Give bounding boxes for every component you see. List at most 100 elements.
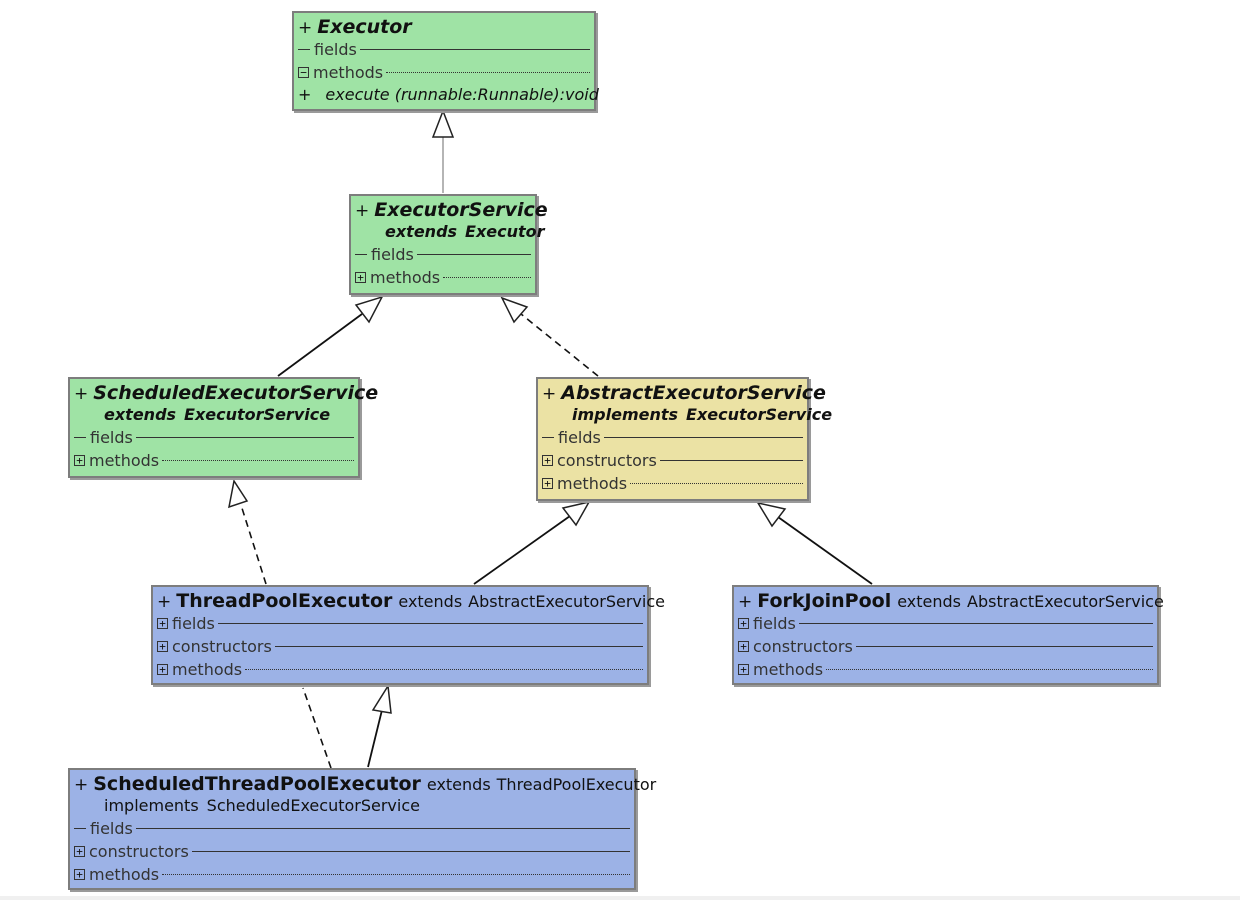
edge-forkjoinpool-abstractexecutorservice-arrowhead (756, 501, 787, 528)
expand-toggle-icon[interactable]: + (355, 272, 366, 283)
class-header: +ScheduledExecutorService (74, 382, 378, 404)
visibility-marker: + (74, 384, 89, 404)
edge-scheduledexecutorservice-executorservice (277, 313, 363, 377)
method-row[interactable]: +execute (runnable:Runnable):void (298, 84, 599, 106)
section-rule (659, 460, 803, 461)
relation-target: ScheduledExecutorService (206, 796, 420, 815)
canvas-bottom-edge (0, 896, 1240, 900)
expand-toggle-icon[interactable]: + (74, 869, 85, 880)
section-rule (191, 851, 630, 852)
section-label: fields (172, 614, 215, 633)
expand-toggle-icon[interactable]: + (542, 455, 553, 466)
no-toggle-dash (298, 49, 310, 50)
section-rule (386, 72, 590, 73)
class-relation: extends ExecutorService (74, 404, 354, 426)
section-rule (826, 669, 1153, 670)
relation-keyword: implements (104, 796, 199, 815)
section-label: fields (90, 428, 133, 447)
expand-toggle-icon[interactable]: + (157, 618, 168, 629)
edge-threadpoolexecutor-abstractexecutorservice-arrowhead (561, 500, 591, 527)
relation-target: ThreadPoolExecutor (496, 775, 657, 794)
fields-section[interactable]: fields (74, 817, 630, 840)
method-visibility: + (298, 85, 312, 104)
section-rule (162, 460, 354, 461)
expand-toggle-icon[interactable]: + (738, 664, 749, 675)
relation-target: ExecutorService (686, 405, 833, 424)
section-label: constructors (89, 842, 189, 861)
methods-section[interactable]: + methods (74, 863, 630, 886)
section-rule (855, 646, 1153, 647)
constructors-section[interactable]: + constructors (74, 840, 630, 863)
constructors-section[interactable]: + constructors (157, 635, 643, 658)
class-name: ExecutorService (374, 199, 548, 221)
relation-keyword: extends (104, 405, 177, 424)
fields-section[interactable]: fields (74, 426, 354, 449)
class-name: AbstractExecutorService (561, 382, 826, 404)
fields-section[interactable]: fields (298, 38, 590, 61)
section-label: constructors (172, 637, 272, 656)
edge-scheduledexecutorservice-executorservice-arrowhead (354, 295, 384, 324)
edge-scheduledthreadpoolexecutor-threadpoolexecutor-dashed (302, 687, 332, 769)
fields-section[interactable]: + fields (738, 612, 1153, 635)
class-name: ThreadPoolExecutor (176, 590, 393, 612)
expand-toggle-icon[interactable]: + (542, 478, 553, 489)
relation-target: AbstractExecutorService (468, 592, 665, 611)
section-label: fields (558, 428, 601, 447)
section-rule (245, 669, 643, 670)
section-label: methods (370, 268, 441, 287)
section-rule (274, 646, 643, 647)
section-rule (630, 483, 803, 484)
class-header: +ExecutorService (355, 199, 548, 221)
edge-forkjoinpool-abstractexecutorservice (777, 516, 873, 585)
section-rule (443, 277, 531, 278)
fields-section[interactable]: + fields (157, 612, 643, 635)
expand-toggle-icon[interactable]: + (157, 641, 168, 652)
relation-target: AbstractExecutorService (967, 592, 1164, 611)
section-rule (135, 437, 354, 438)
methods-section[interactable]: + methods (74, 449, 354, 472)
collapse-toggle-icon[interactable]: − (298, 67, 309, 78)
visibility-marker: + (74, 775, 89, 795)
expand-toggle-icon[interactable]: + (74, 846, 85, 857)
class-name: Executor (317, 16, 412, 38)
no-toggle-dash (74, 437, 86, 438)
relation-keyword: extends (426, 775, 491, 794)
class-header: +AbstractExecutorService (542, 382, 826, 404)
class-scheduled-executor-service[interactable]: +ScheduledExecutorService extends Executo… (68, 377, 378, 478)
section-rule (217, 623, 643, 624)
methods-section[interactable]: + methods (157, 658, 643, 681)
section-label: fields (371, 245, 414, 264)
section-label: methods (313, 63, 384, 82)
methods-section[interactable]: − methods (298, 61, 590, 84)
visibility-marker: + (542, 384, 557, 404)
class-executor[interactable]: + Executor fields − methods +execute (run… (292, 11, 599, 111)
expand-toggle-icon[interactable]: + (74, 455, 85, 466)
expand-toggle-icon[interactable]: + (738, 641, 749, 652)
expand-toggle-icon[interactable]: + (157, 664, 168, 675)
fields-section[interactable]: fields (542, 426, 803, 449)
section-label: methods (89, 451, 160, 470)
methods-section[interactable]: + methods (542, 472, 803, 495)
relation-target: ExecutorService (184, 405, 331, 424)
expand-toggle-icon[interactable]: + (738, 618, 749, 629)
section-label: fields (753, 614, 796, 633)
methods-section[interactable]: + methods (355, 266, 531, 289)
visibility-marker: + (738, 592, 753, 612)
section-label: methods (753, 660, 824, 679)
fields-section[interactable]: fields (355, 243, 531, 266)
section-rule (135, 828, 630, 829)
constructors-section[interactable]: + constructors (738, 635, 1153, 658)
edge-threadpoolexecutor-scheduledexecutorservice (240, 504, 267, 585)
constructors-section[interactable]: + constructors (542, 449, 803, 472)
edge-threadpoolexecutor-abstractexecutorservice (473, 515, 571, 585)
methods-section[interactable]: + methods (738, 658, 1153, 681)
relation-keyword: extends (897, 592, 962, 611)
relation-target: Executor (465, 222, 545, 241)
